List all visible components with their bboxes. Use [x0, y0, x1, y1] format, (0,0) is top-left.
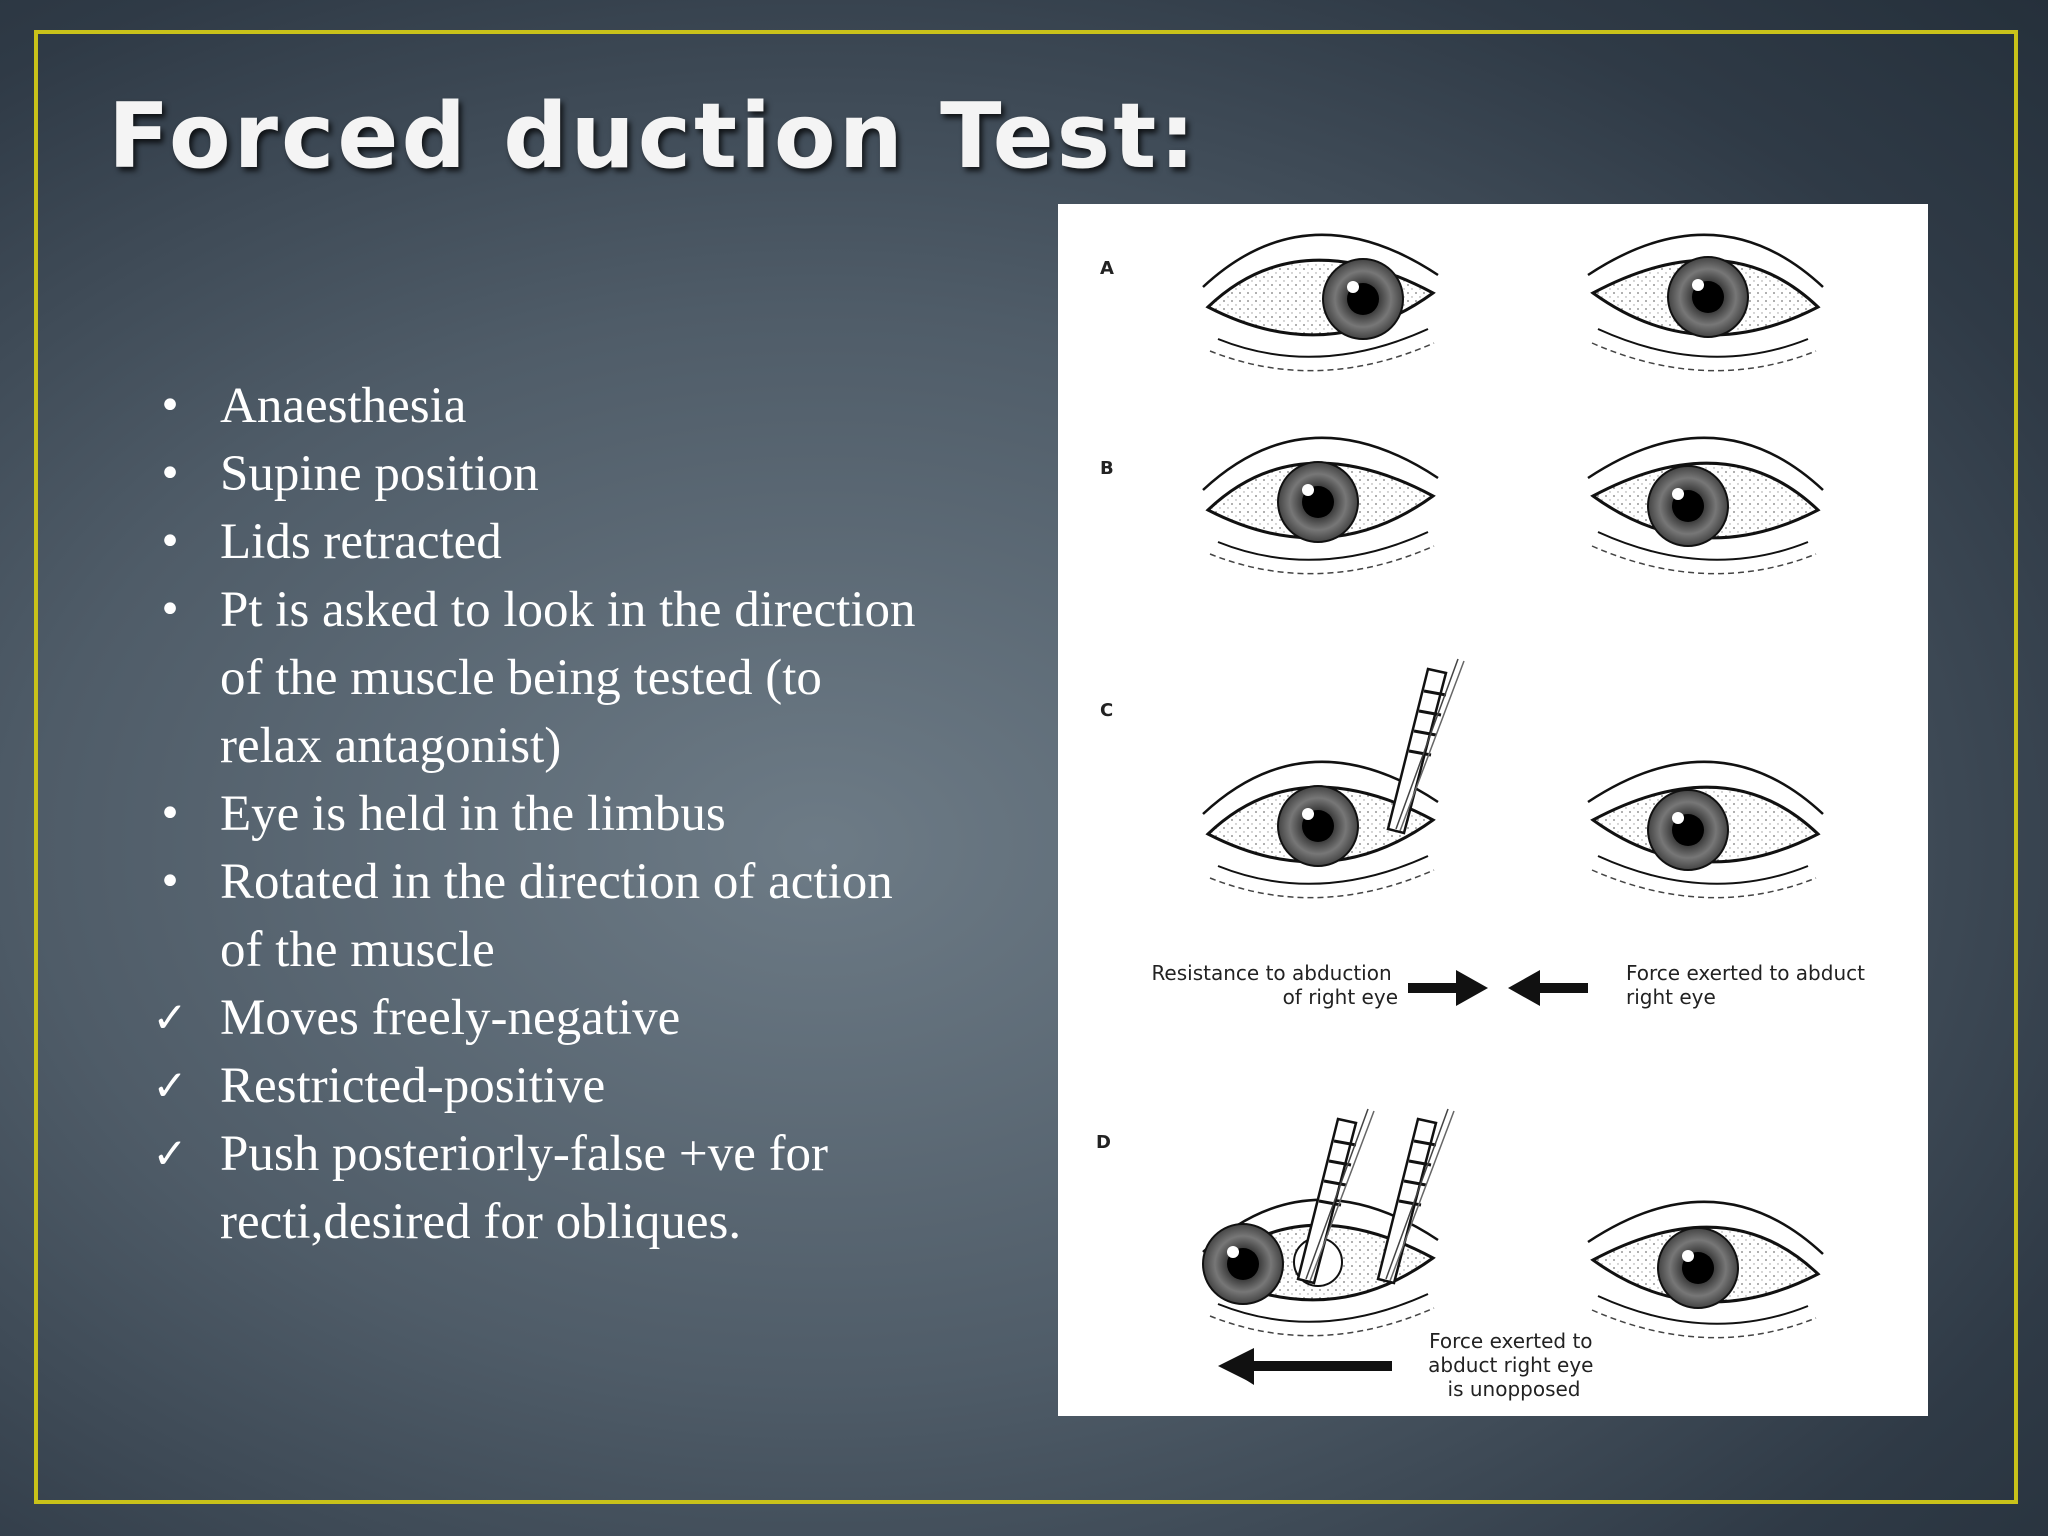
bullet-marker: • — [158, 859, 182, 905]
caption-resistance: Resistance to abduction of right eye — [1151, 961, 1398, 1009]
forceps-c — [1386, 657, 1466, 835]
row-label-d: D — [1096, 1132, 1111, 1153]
caption-force-abduct-line1: Force exerted to abduct — [1626, 961, 1865, 985]
arrow-left-long-icon — [1218, 1348, 1392, 1385]
bullet-item: • Rotated in the direction of action of t… — [150, 848, 930, 984]
bullet-text: Anaesthesia — [220, 378, 467, 434]
forced-duction-illustration: A B C Resistance to abduction of right e… — [1058, 204, 1928, 1416]
check-text: Moves freely-negative — [220, 990, 681, 1046]
eye-row-a-right — [1201, 233, 1440, 373]
caption-resistance-line1: Resistance to abduction — [1151, 961, 1391, 985]
bullet-list: • Anaesthesia • Supine position • Lids retr… — [150, 372, 930, 1256]
check-item: ✓ Moves freely-negative — [150, 984, 930, 1052]
caption-force-abduct: Force exerted to abduct right eye — [1626, 961, 1871, 1009]
check-text: Restricted-positive — [220, 1058, 606, 1114]
eye-row-b-left — [1586, 436, 1825, 576]
arrow-right-icon — [1408, 970, 1488, 1006]
bullet-marker: • — [158, 519, 182, 565]
eye-row-d-left — [1586, 1200, 1825, 1340]
eye-row-c-left — [1586, 760, 1825, 900]
row-label-a: A — [1100, 258, 1114, 279]
caption-resistance-line2: of right eye — [1283, 985, 1398, 1009]
check-icon: ✓ — [152, 1129, 188, 1178]
caption-force-abduct-line2: right eye — [1626, 985, 1716, 1009]
eye-row-a-left — [1586, 233, 1825, 373]
bullet-text: Supine position — [220, 446, 539, 502]
arrow-left-icon — [1508, 970, 1588, 1006]
bullet-marker: • — [158, 587, 182, 633]
caption-unopposed-line2: abduct right eye — [1428, 1353, 1593, 1377]
bullet-text: Eye is held in the limbus — [220, 786, 726, 842]
bullet-text: Lids retracted — [220, 514, 502, 570]
bullet-marker: • — [158, 451, 182, 497]
check-icon: ✓ — [152, 1061, 188, 1110]
bullet-item: • Lids retracted — [150, 508, 930, 576]
bullet-text: Rotated in the direction of action of th… — [220, 854, 893, 978]
slide-frame — [34, 30, 2018, 1504]
caption-unopposed: Force exerted to abduct right eye is uno… — [1428, 1329, 1600, 1401]
bullet-text: Pt is asked to look in the direction of … — [220, 582, 916, 774]
caption-unopposed-line1: Force exerted to — [1429, 1329, 1592, 1353]
check-item: ✓ Restricted-positive — [150, 1052, 930, 1120]
caption-unopposed-line3: is unopposed — [1448, 1377, 1581, 1401]
bullet-item: • Anaesthesia — [150, 372, 930, 440]
row-label-c: C — [1100, 700, 1113, 721]
check-item: ✓ Push posteriorly-false +ve for recti,de… — [150, 1120, 930, 1256]
eye-row-b-right — [1201, 436, 1440, 576]
bullet-item: • Eye is held in the limbus — [150, 780, 930, 848]
row-label-b: B — [1100, 458, 1114, 479]
check-icon: ✓ — [152, 993, 188, 1042]
bullet-item: • Pt is asked to look in the direction of… — [150, 576, 930, 780]
bullet-marker: • — [158, 383, 182, 429]
slide-title: Forced duction Test: — [108, 84, 1199, 189]
check-text: Push posteriorly-false +ve for recti,des… — [220, 1126, 829, 1250]
bullet-marker: • — [158, 791, 182, 837]
bullet-item: • Supine position — [150, 440, 930, 508]
